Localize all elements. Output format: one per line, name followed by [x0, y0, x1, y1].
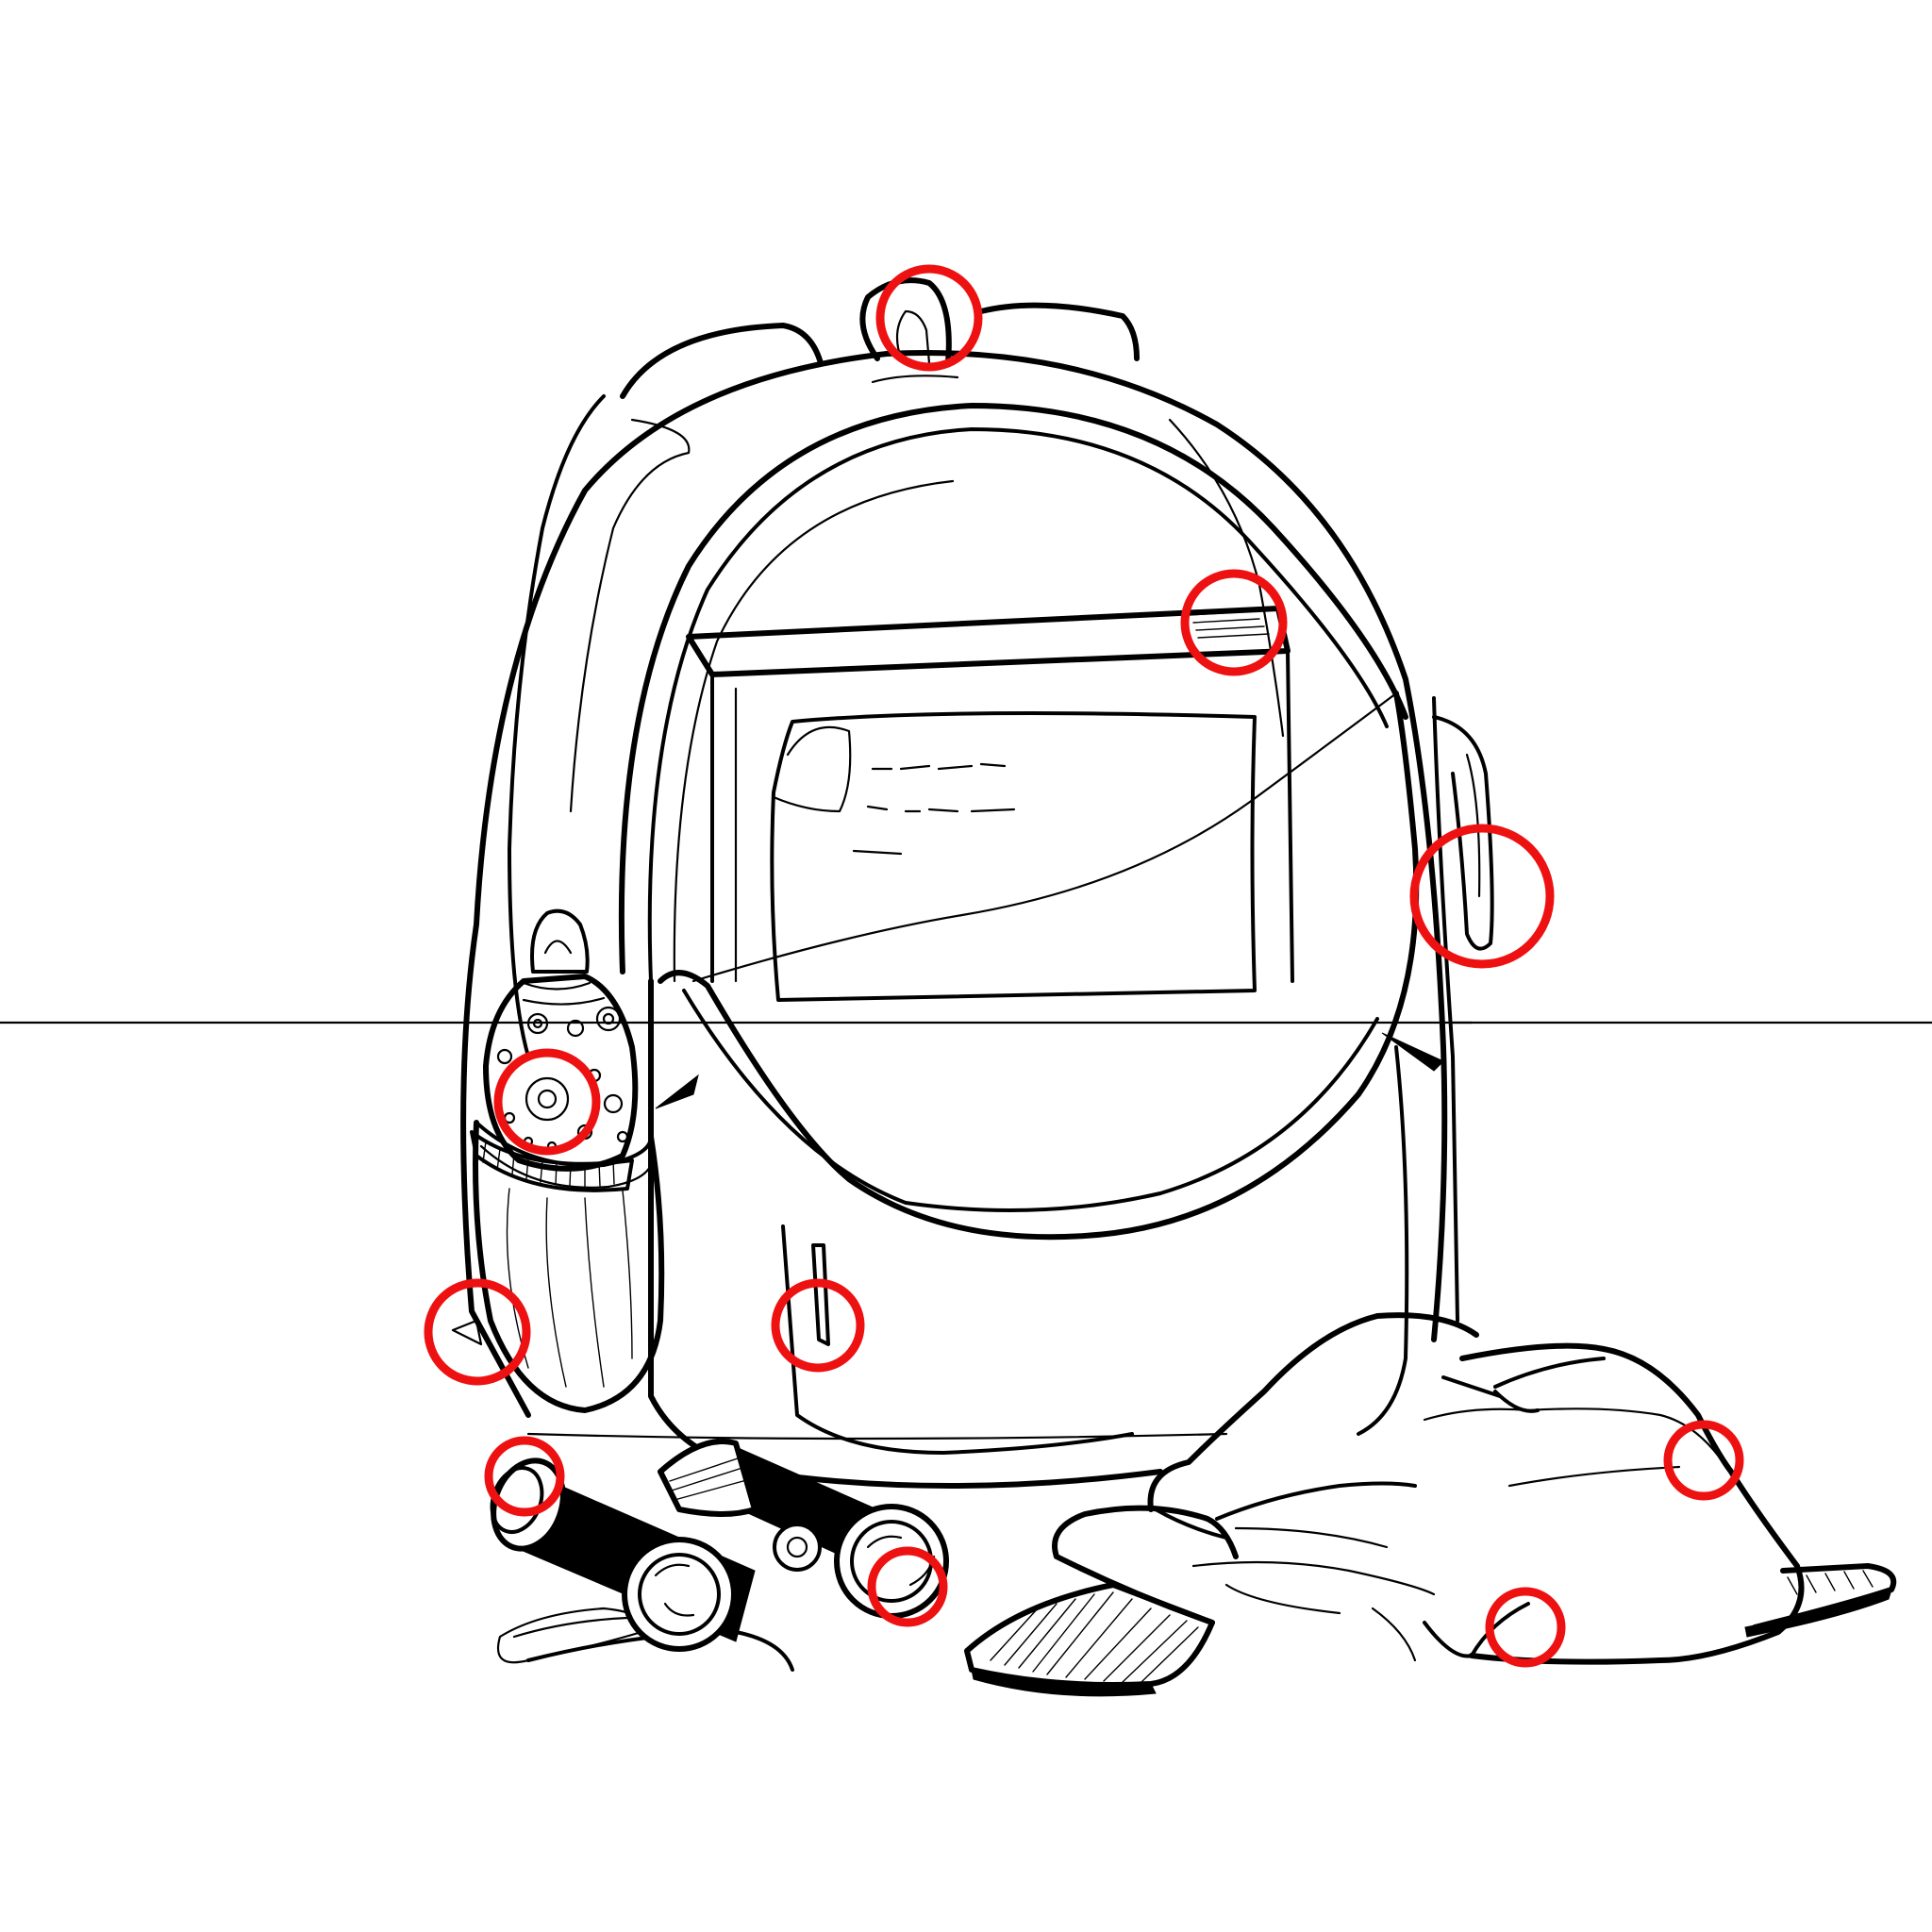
backpack	[451, 277, 1494, 1489]
marker-cap-fold	[1485, 1587, 1566, 1668]
marker-cap-crown	[1663, 1420, 1744, 1501]
main-compartment-rim	[618, 403, 1408, 974]
marker-book-corner	[1180, 569, 1288, 676]
marker-layer	[424, 264, 1744, 1668]
marker-bottle-pattern	[493, 1048, 601, 1156]
book	[686, 606, 1294, 983]
marker-top-handle	[875, 264, 983, 372]
front-pocket-zipper	[811, 1243, 830, 1346]
bottle-dot-pattern	[496, 1006, 629, 1152]
binocular-lens-right	[834, 1504, 949, 1619]
marker-binocular-lens	[867, 1546, 948, 1627]
zipper-pull	[1432, 715, 1494, 951]
note-paper	[770, 711, 1257, 1002]
baseball-cap	[964, 1312, 1897, 1697]
front-pocket	[781, 1224, 1134, 1455]
marker-side-pocket-tab	[424, 1278, 531, 1386]
marker-front-zipper	[771, 1278, 865, 1373]
marker-zipper-pull	[1409, 824, 1555, 969]
side-mesh-pocket	[473, 1120, 665, 1413]
binoculars	[490, 1438, 949, 1672]
backpack-body	[460, 349, 1448, 1418]
binocular-lens-left	[622, 1537, 737, 1652]
marker-binocular-eyecup	[484, 1436, 565, 1517]
